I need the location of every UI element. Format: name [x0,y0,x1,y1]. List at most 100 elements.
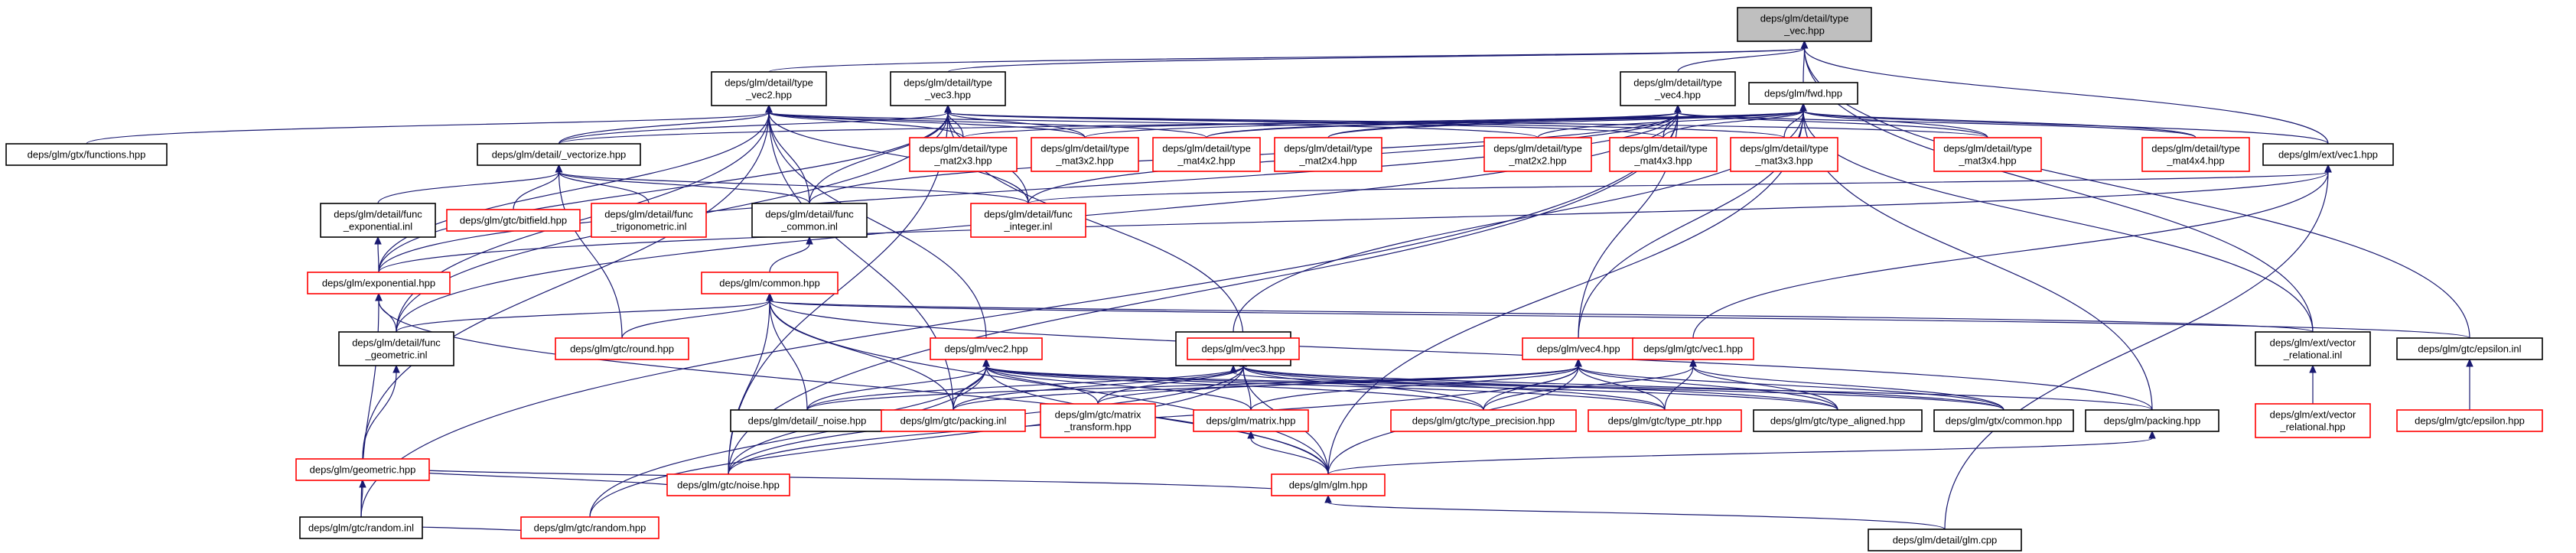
node-typeprec[interactable]: deps/glm/gtc/type_precision.hpp [1390,409,1577,432]
edge-vec2h-to-root [768,40,1809,73]
node-packing[interactable]: deps/glm/packing.hpp [2085,409,2219,432]
node-label: deps/glm/common.hpp [719,278,820,289]
node-label: deps/glm/detail/type [2151,143,2240,155]
node-label: deps/glm/detail/type [1740,143,1829,155]
node-m4x4[interactable]: deps/glm/detail/type_mat4x4.hpp [2141,137,2250,172]
node-functions[interactable]: deps/glm/gtx/functions.hpp [5,143,168,166]
node-m2x3[interactable]: deps/glm/detail/type_mat2x3.hpp [909,137,1018,172]
node-funccommon[interactable]: deps/glm/detail/func_common.inl [751,203,868,238]
edge-epsinl-to-common [766,292,2470,339]
edge-packing-to-common [766,292,2153,411]
edge-round-to-common [621,292,773,339]
node-noiseh[interactable]: deps/glm/detail/_noise.hpp [730,409,884,432]
node-label: deps/glm/gtx/common.hpp [1946,415,2062,427]
node-vec2[interactable]: deps/glm/vec2.hpp [930,337,1043,360]
node-label: deps/glm/detail/glm.cpp [1893,535,1998,546]
node-label: deps/glm/packing.hpp [2104,415,2200,427]
node-vectorize[interactable]: deps/glm/detail/_vectorize.hpp [477,143,641,166]
node-funcint[interactable]: deps/glm/detail/func_integer.inl [970,203,1086,238]
node-label: _trigonometric.inl [611,221,687,233]
node-label: deps/glm/detail/type [919,143,1008,155]
node-typealigned[interactable]: deps/glm/gtc/type_aligned.hpp [1753,409,1923,432]
node-gtxcommon[interactable]: deps/glm/gtx/common.hpp [1933,409,2074,432]
nodes-layer: deps/glm/detail/type_vec.hppdeps/glm/det… [5,7,2543,551]
node-bitfield[interactable]: deps/glm/gtc/bitfield.hpp [446,209,581,232]
node-funcexp[interactable]: deps/glm/detail/func_exponential.inl [320,203,436,238]
node-m3x4[interactable]: deps/glm/detail/type_mat3x4.hpp [1933,137,2042,172]
node-label: deps/glm/detail/func [334,209,422,220]
edge-gtxcommon-to-gtcvec1 [1689,358,2004,411]
node-label: deps/glm/gtc/vec1.hpp [1643,343,1743,355]
node-label: deps/glm/matrix.hpp [1206,415,1295,427]
edge-exponential-to-vec3h [378,104,952,273]
node-label: deps/glm/detail/type [1619,143,1708,155]
node-m4x2[interactable]: deps/glm/detail/type_mat4x2.hpp [1152,137,1261,172]
node-m3x3[interactable]: deps/glm/detail/type_mat3x3.hpp [1730,137,1838,172]
node-noise[interactable]: deps/glm/gtc/noise.hpp [666,473,790,496]
node-funcgeom[interactable]: deps/glm/detail/func_geometric.inl [338,331,454,366]
node-box [666,473,790,496]
edge-bitfield-to-vectorize [513,164,563,210]
edge-epsinl-to-root [1800,40,2470,339]
node-functrig[interactable]: deps/glm/detail/func_trigonometric.inl [591,203,707,238]
node-label: deps/glm/gtc/noise.hpp [677,480,780,491]
node-random[interactable]: deps/glm/gtc/random.hpp [520,516,659,539]
node-common[interactable]: deps/glm/common.hpp [701,272,839,294]
node-randominl[interactable]: deps/glm/gtc/random.inl [299,516,423,539]
node-vec3h[interactable]: deps/glm/detail/type_vec3.hpp [890,71,1006,106]
node-epshpp[interactable]: deps/glm/gtc/epsilon.hpp [2396,409,2543,432]
node-glm[interactable]: deps/glm/glm.hpp [1271,473,1386,496]
node-label: deps/glm/gtc/type_ptr.hpp [1608,415,1722,427]
node-label: _mat4x3.hpp [1633,155,1692,167]
node-typeptr[interactable]: deps/glm/gtc/type_ptr.hpp [1588,409,1742,432]
node-extvrelh[interactable]: deps/glm/ext/vector_relational.hpp [2255,403,2371,438]
node-m4x3[interactable]: deps/glm/detail/type_mat4x3.hpp [1609,137,1718,172]
node-extvec1[interactable]: deps/glm/ext/vec1.hpp [2262,143,2394,166]
node-packinginl[interactable]: deps/glm/gtc/packing.inl [881,409,1026,432]
node-root[interactable]: deps/glm/detail/type_vec.hpp [1737,7,1872,42]
node-vec4h[interactable]: deps/glm/detail/type_vec4.hpp [1620,71,1736,106]
node-round[interactable]: deps/glm/gtc/round.hpp [555,337,689,360]
node-m2x2[interactable]: deps/glm/detail/type_mat2x2.hpp [1483,137,1592,172]
node-m2x4[interactable]: deps/glm/detail/type_mat2x4.hpp [1274,137,1382,172]
node-label: _common.inl [780,221,838,233]
node-box [2255,403,2371,438]
node-mtransform[interactable]: deps/glm/gtc/matrix_transform.hpp [1040,403,1156,438]
node-label: deps/glm/detail/type [1760,13,1849,24]
node-label: deps/glm/detail/type [725,77,813,89]
node-extvrel[interactable]: deps/glm/ext/vector_relational.inl [2255,331,2371,366]
edge-typeptr-to-gtcvec1 [1664,358,1697,411]
node-box [1483,137,1592,172]
node-label: deps/glm/detail/type [904,77,992,89]
node-matrix[interactable]: deps/glm/matrix.hpp [1193,409,1309,432]
node-box [1522,337,1635,360]
node-gtcvec1[interactable]: deps/glm/gtc/vec1.hpp [1632,337,1754,360]
node-label: deps/glm/glm.hpp [1289,480,1368,491]
node-label: _mat3x4.hpp [1958,155,2016,167]
node-vec4[interactable]: deps/glm/vec4.hpp [1522,337,1635,360]
node-label: _mat2x4.hpp [1298,155,1356,167]
node-box [446,209,581,232]
node-box [2255,331,2371,366]
node-label: deps/glm/gtc/random.hpp [534,522,646,534]
node-box [1274,137,1382,172]
node-box [1933,409,2074,432]
node-fwd[interactable]: deps/glm/fwd.hpp [1748,82,1858,105]
node-label: deps/glm/vec3.hpp [1201,343,1285,355]
node-geometric[interactable]: deps/glm/geometric.hpp [295,458,430,481]
node-box [701,272,839,294]
edge-m3x2-to-vec2h [765,104,1086,138]
node-m3x2[interactable]: deps/glm/detail/type_mat3x2.hpp [1031,137,1139,172]
node-epsinl[interactable]: deps/glm/gtc/epsilon.inl [2396,337,2543,360]
node-exponential[interactable]: deps/glm/exponential.hpp [307,272,451,294]
node-box [1753,409,1923,432]
node-vec3[interactable]: deps/glm/vec3.hpp [1187,337,1300,360]
node-box [555,337,689,360]
edge-typeptr-to-vec2 [982,358,1666,411]
edge-geometric-to-funcgeom [362,364,400,460]
node-box [520,516,659,539]
node-label: deps/glm/gtc/epsilon.hpp [2415,415,2525,427]
edge-mtransform-to-vec2 [982,358,1099,405]
node-vec2h[interactable]: deps/glm/detail/type_vec2.hpp [711,71,827,106]
node-glmcpp[interactable]: deps/glm/detail/glm.cpp [1868,529,2022,551]
